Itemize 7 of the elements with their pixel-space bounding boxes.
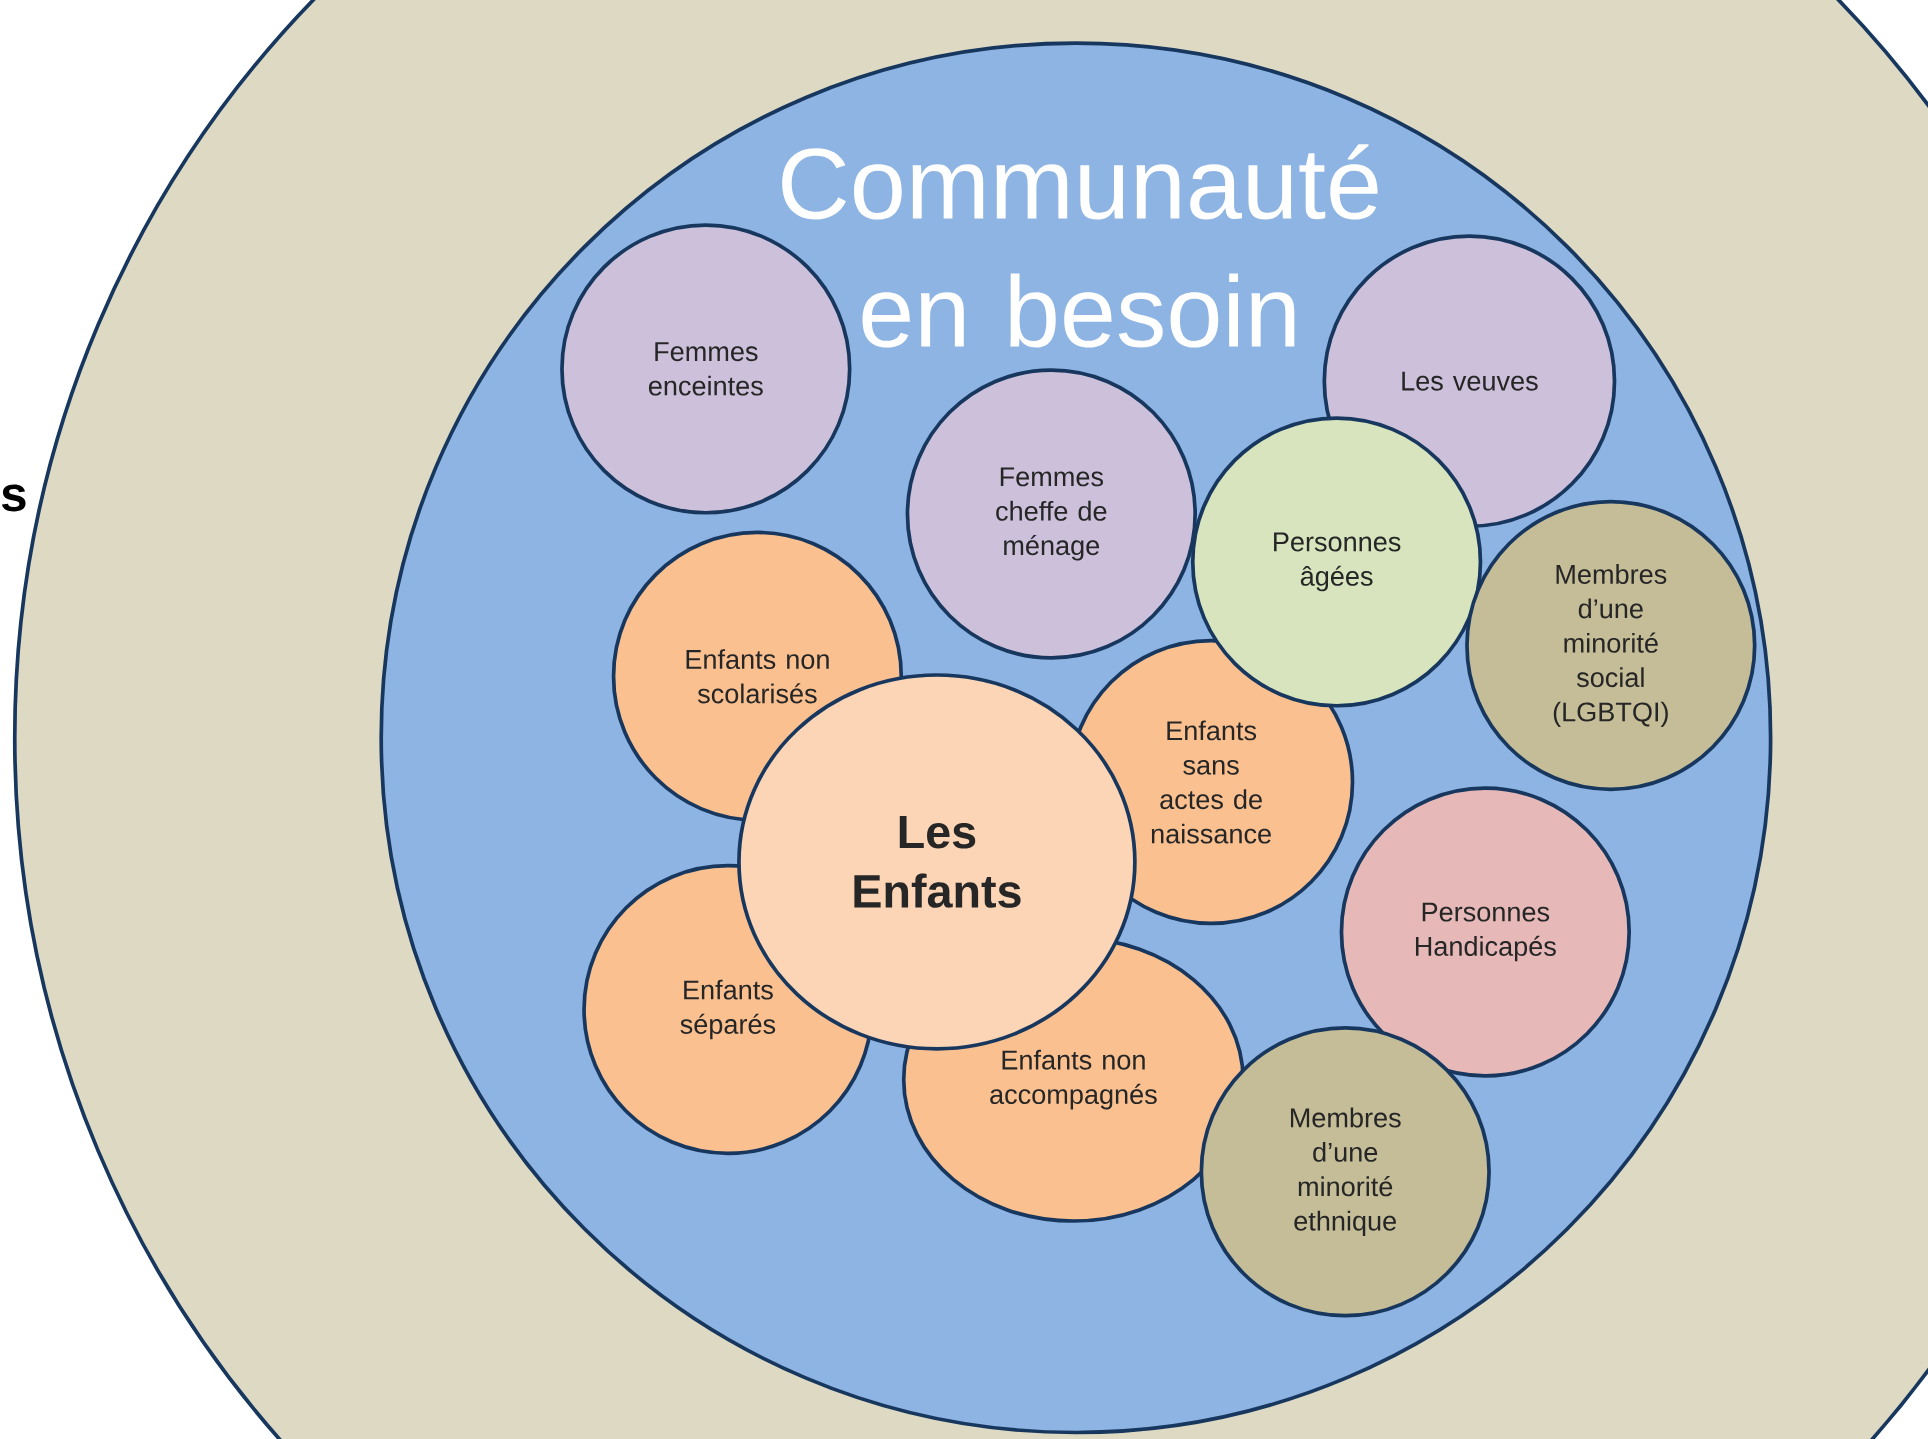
bubble: Personnes âgées: [1190, 416, 1483, 708]
bubble: Membres d’une minorité ethnique: [1199, 1026, 1491, 1318]
bubble: Femmes enceintes: [560, 223, 852, 515]
bubble: Femmes cheffe de ménage: [905, 368, 1197, 660]
bubble: Membres d’une minorité social (LGBTQI): [1465, 499, 1757, 792]
fragment-text: s: [1, 484, 26, 512]
bubble: Personnes Handicapés: [1339, 786, 1631, 1078]
